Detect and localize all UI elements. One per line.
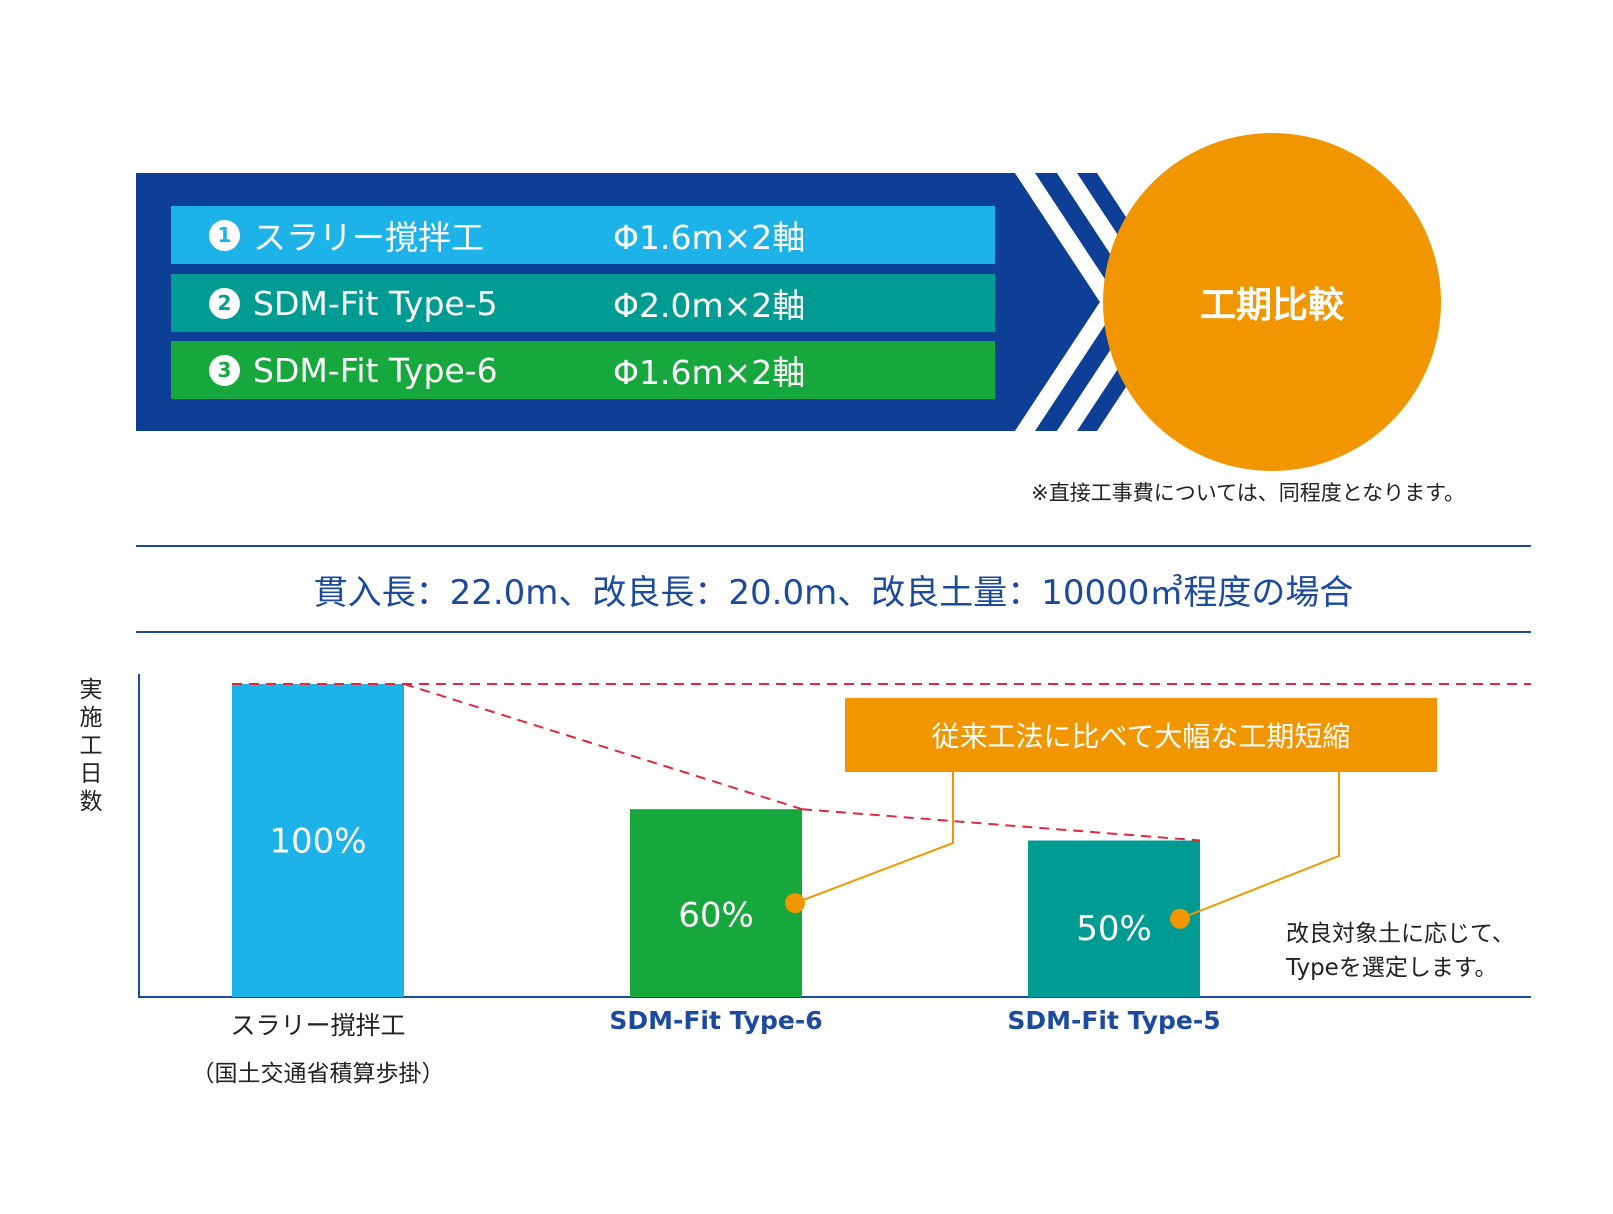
method-name: SDM-Fit Type-5 — [253, 283, 498, 323]
connector-line-1 — [794, 772, 954, 905]
number-badge: 1 — [209, 219, 240, 251]
bar-1 — [232, 684, 404, 997]
circle-label: 工期比較 — [1199, 285, 1344, 326]
category-label-1: スラリー撹拌工 — [230, 1011, 406, 1040]
method-spec: Φ1.6m×2軸 — [613, 218, 806, 257]
method-name: スラリー撹拌工 — [253, 218, 484, 257]
selection-note-line-2: Typeを選定します。 — [1286, 955, 1498, 981]
method-name: SDM-Fit Type-6 — [253, 350, 498, 390]
selection-note-line-1: 改良対象土に応じて、 — [1286, 921, 1515, 947]
method-row-3: 3 SDM-Fit Type-6 Φ1.6m×2軸 — [171, 341, 995, 399]
bar-value-label-1: 100% — [269, 822, 366, 862]
trend-dash-1 — [403, 683, 803, 811]
connector-dot-2 — [1170, 908, 1190, 929]
trend-dash-2 — [801, 808, 1201, 842]
connector-dot-1 — [785, 893, 805, 914]
callout-text: 従来工法に比べて大幅な工期短縮 — [931, 720, 1351, 753]
category-label-2: SDM-Fit Type-6 — [609, 1006, 823, 1035]
method-spec: Φ1.6m×2軸 — [613, 353, 806, 392]
bar-2 — [630, 809, 802, 997]
divider-bottom — [136, 631, 1531, 633]
callout-box: 従来工法に比べて大幅な工期短縮 — [845, 698, 1437, 772]
category-sublabel-1: （国土交通省積算歩掛） — [191, 1061, 445, 1087]
method-row-1: 1 スラリー撹拌工 Φ1.6m×2軸 — [171, 206, 995, 264]
chevron-white-1 — [1015, 173, 1120, 431]
comparison-circle: 工期比較 — [1103, 133, 1441, 471]
method-row-2: 2 SDM-Fit Type-5 Φ2.0m×2軸 — [171, 274, 995, 332]
condition-text: 貫入長：22.0m、改良長：20.0m、改良土量：10000㎥程度の場合 — [313, 573, 1354, 613]
chevron-white-2 — [1057, 173, 1162, 431]
bar-value-label-2: 60% — [678, 895, 754, 935]
selection-note: 改良対象土に応じて、 Typeを選定します。 — [1286, 917, 1515, 985]
divider-top — [136, 545, 1531, 547]
connector-line-2 — [1179, 772, 1340, 920]
bar-value-label-3: 50% — [1076, 909, 1152, 949]
number-badge: 2 — [209, 287, 240, 319]
category-label-3: SDM-Fit Type-5 — [1007, 1006, 1221, 1035]
cost-note: ※直接工事費については、同程度となります。 — [1031, 481, 1465, 505]
number-badge: 3 — [209, 354, 240, 386]
method-spec: Φ2.0m×2軸 — [613, 286, 806, 325]
y-axis-label: 実施工日数 — [79, 677, 103, 815]
